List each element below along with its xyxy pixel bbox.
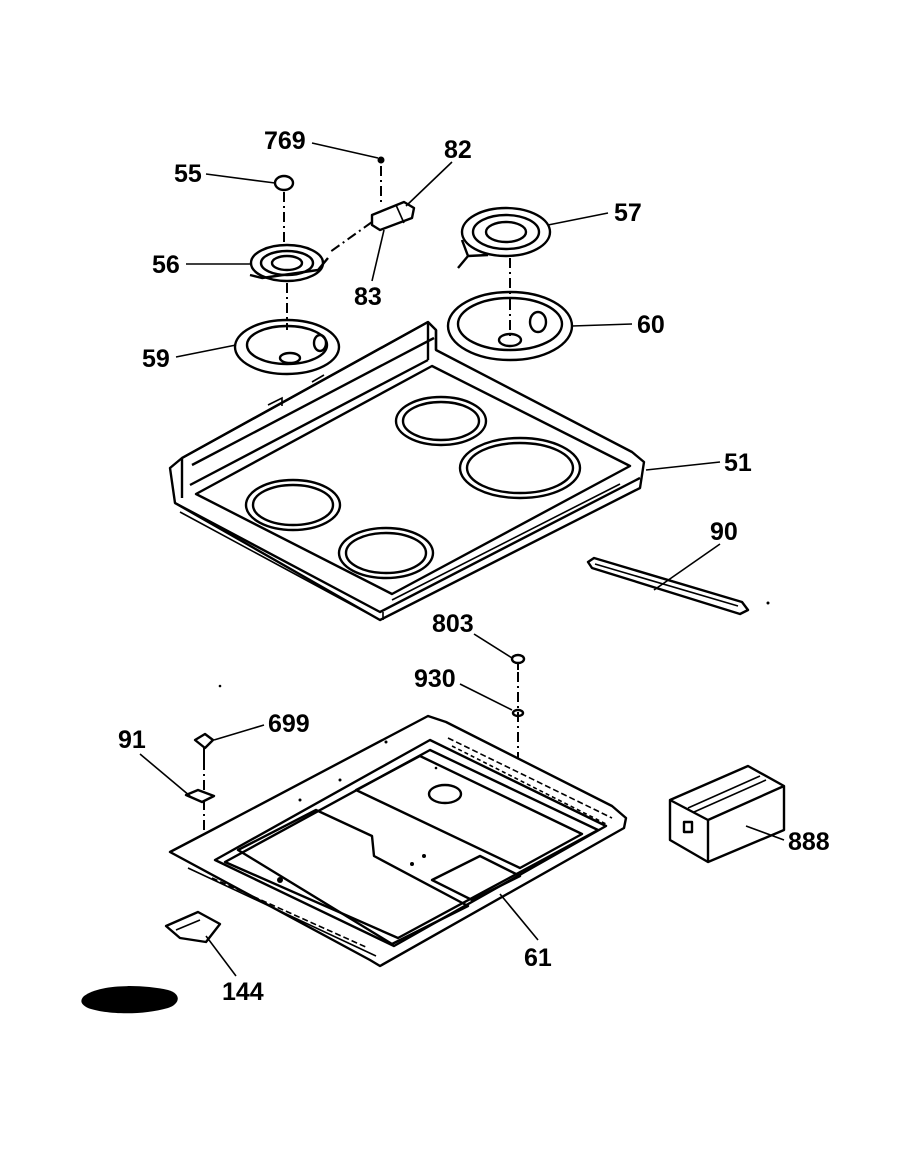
part-57-large-element (457, 206, 552, 300)
callout-60: 60 (637, 311, 665, 339)
callout-888: 888 (788, 828, 830, 856)
part-144-bracket (164, 910, 222, 944)
part-55-cap (273, 174, 295, 246)
part-803-screw (510, 653, 526, 670)
callout-51: 51 (724, 449, 752, 477)
leader-lines (139, 142, 785, 977)
part-91-clip (184, 788, 216, 804)
part-888-box (668, 764, 786, 864)
callout-55: 55 (174, 160, 202, 188)
part-769-screw (377, 156, 385, 205)
callout-56: 56 (152, 251, 180, 279)
callout-61: 61 (524, 944, 552, 972)
part-82-terminal-block (329, 200, 416, 253)
part-51-cooktop (168, 320, 646, 622)
callout-82: 82 (444, 136, 472, 164)
callout-144: 144 (222, 978, 264, 1006)
callout-699: 699 (268, 710, 310, 738)
part-61-bottom-pan (168, 714, 628, 968)
callout-930: 930 (414, 665, 456, 693)
callout-57: 57 (614, 199, 642, 227)
callout-59: 59 (142, 345, 170, 373)
part-90-rod (586, 556, 770, 616)
callout-769: 769 (264, 127, 306, 155)
callout-90: 90 (710, 518, 738, 546)
callout-803: 803 (432, 610, 474, 638)
part-59-small-drip-pan (233, 318, 341, 376)
callout-labels: 769 82 55 57 56 83 60 59 51 90 803 930 9… (118, 127, 830, 1006)
scan-smudge (81, 986, 178, 1014)
callout-91: 91 (118, 726, 146, 754)
part-930-washer (511, 672, 525, 772)
callout-83: 83 (354, 283, 382, 311)
part-56-small-element (249, 243, 329, 330)
part-60-large-drip-pan (446, 290, 574, 362)
